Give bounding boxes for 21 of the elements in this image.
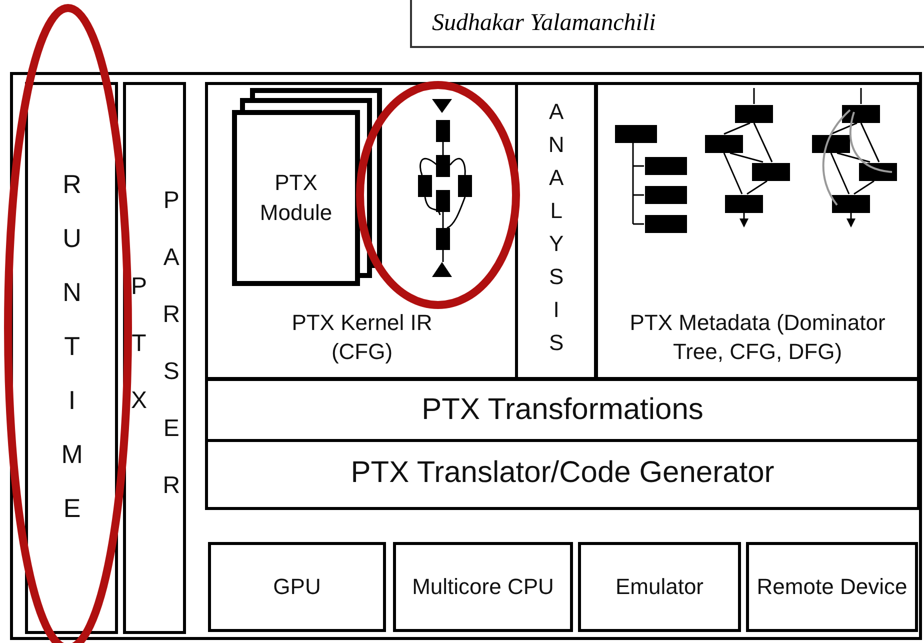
vertical-label: ANALYSIS	[542, 99, 570, 363]
panel-label: Multicore CPU	[412, 573, 554, 602]
panel-label: PTX Module	[258, 169, 334, 227]
parser-layer	[123, 82, 186, 634]
device-box	[746, 542, 918, 632]
panel-label: PTX Transformations	[422, 392, 704, 428]
device-box	[578, 542, 741, 632]
device-box	[208, 542, 386, 632]
vertical-label: PTX PARSER	[124, 186, 186, 531]
author-text: Sudhakar Yalamanchili	[432, 10, 656, 37]
panel-label: PTX Metadata (Dominator Tree, CFG, DFG)	[628, 308, 886, 366]
vertical-label: RUNTIME	[56, 169, 88, 547]
analysis-panel	[515, 82, 597, 380]
panel-label: PTX Kernel IR (CFG)	[290, 308, 434, 366]
runtime-layer	[25, 82, 118, 634]
device-box	[393, 542, 573, 632]
transformations-layer	[205, 378, 920, 442]
panel-label: Remote Device	[756, 573, 908, 602]
panel-label: Emulator	[615, 573, 704, 602]
panel-label: GPU	[273, 573, 321, 602]
panel-label: PTX Translator/Code Generator	[350, 455, 774, 492]
